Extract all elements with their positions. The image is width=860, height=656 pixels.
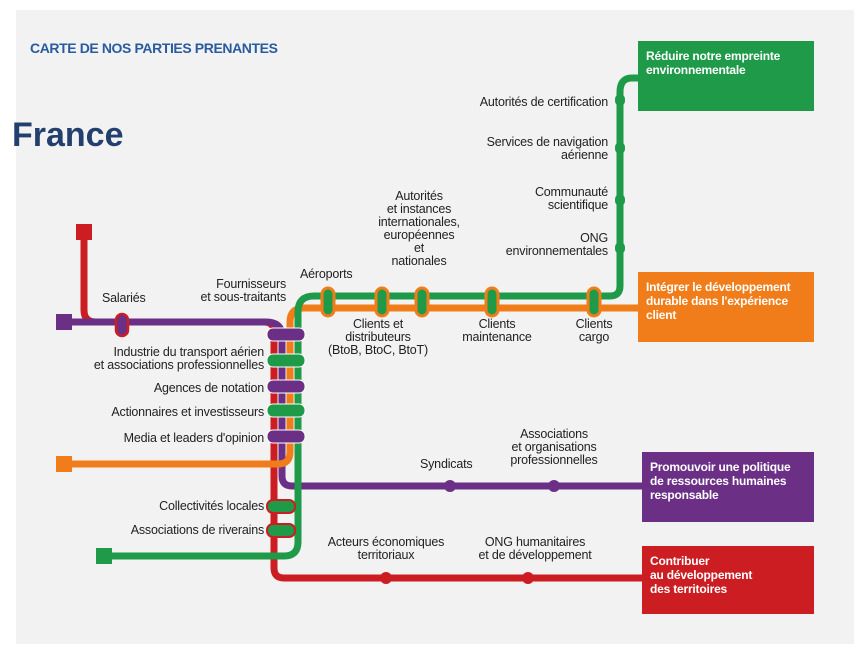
country-label: France	[12, 116, 124, 154]
green-stations	[615, 94, 625, 254]
station-certification	[615, 94, 625, 106]
green-line-terminus	[96, 548, 112, 564]
label-assoc-pro: Associations et organisations profession…	[510, 427, 598, 467]
station-clients-cargo	[586, 286, 602, 318]
label-clients-cargo: Clients cargo	[575, 317, 613, 344]
station-riverains	[266, 523, 296, 538]
red-stations	[380, 572, 534, 584]
label-ong-env: ONG environnementales	[505, 231, 608, 258]
station-assoc-pro	[548, 480, 560, 492]
station-industrie	[266, 353, 306, 368]
purple-line-terminus	[56, 314, 72, 330]
station-collectivites	[266, 499, 296, 514]
purple-stations	[444, 480, 560, 492]
label-actionnaires: Actionnaires et investisseurs	[111, 405, 264, 419]
label-collectivites: Collectivités locales	[159, 499, 264, 513]
label-agences: Agences de notation	[153, 381, 264, 395]
green-orange-stations	[320, 286, 602, 318]
green-line	[96, 74, 648, 564]
label-aeroports: Aéroports	[300, 267, 353, 281]
label-clients-maintenance: Clients maintenance	[462, 317, 532, 344]
station-clients-distributeurs	[374, 286, 390, 318]
label-syndicats: Syndicats	[420, 457, 473, 471]
station-acteurs	[380, 572, 392, 584]
orange-line-terminus	[56, 456, 72, 472]
red-line-terminus	[76, 224, 92, 240]
station-navigation	[615, 142, 625, 154]
destination-green: Réduire notre empreinte environnementale	[638, 41, 814, 111]
station-clients-maintenance	[484, 286, 500, 318]
trunk-stations	[266, 327, 306, 538]
destination-red: Contribuer au développement des territoi…	[642, 546, 814, 614]
label-salaries: Salariés	[102, 291, 146, 305]
stakeholder-map: Réduire notre empreinte environnementale…	[16, 10, 854, 644]
label-navigation: Services de navigation aérienne	[486, 135, 609, 162]
label-clients-distributeurs: Clients et distributeurs (BtoB, BtoC, Bt…	[328, 317, 428, 357]
station-ong-env	[615, 242, 625, 254]
map-title: CARTE DE NOS PARTIES PRENANTES	[30, 40, 278, 56]
station-actionnaires	[266, 403, 306, 418]
label-acteurs: Acteurs économiques territoriaux	[327, 535, 445, 562]
station-salaries	[114, 312, 130, 338]
label-fournisseurs: Fournisseurs et sous-traitants	[200, 277, 286, 304]
station-media	[266, 429, 306, 444]
station-fournisseurs	[266, 327, 306, 342]
label-riverains: Associations de riverains	[130, 523, 264, 537]
label-media: Media et leaders d'opinion	[123, 431, 265, 445]
station-aeroports	[320, 286, 336, 318]
destination-purple: Promouvoir une politique de ressources h…	[642, 452, 814, 522]
label-autorites: Autorités et instances internationales, …	[378, 189, 460, 268]
station-ong-hum	[522, 572, 534, 584]
label-certification: Autorités de certification	[479, 95, 608, 109]
destination-orange: Intégrer le développement durable dans l…	[638, 272, 814, 342]
station-autorites	[414, 286, 430, 318]
label-industrie: Industrie du transport aérien et associa…	[93, 345, 264, 372]
station-syndicats	[444, 480, 456, 492]
station-communaute	[615, 194, 625, 206]
label-ong-hum: ONG humanitaires et de développement	[478, 535, 592, 562]
station-agences	[266, 379, 306, 394]
metro-lines-svg	[56, 74, 648, 584]
label-communaute: Communauté scientifique	[534, 185, 608, 212]
